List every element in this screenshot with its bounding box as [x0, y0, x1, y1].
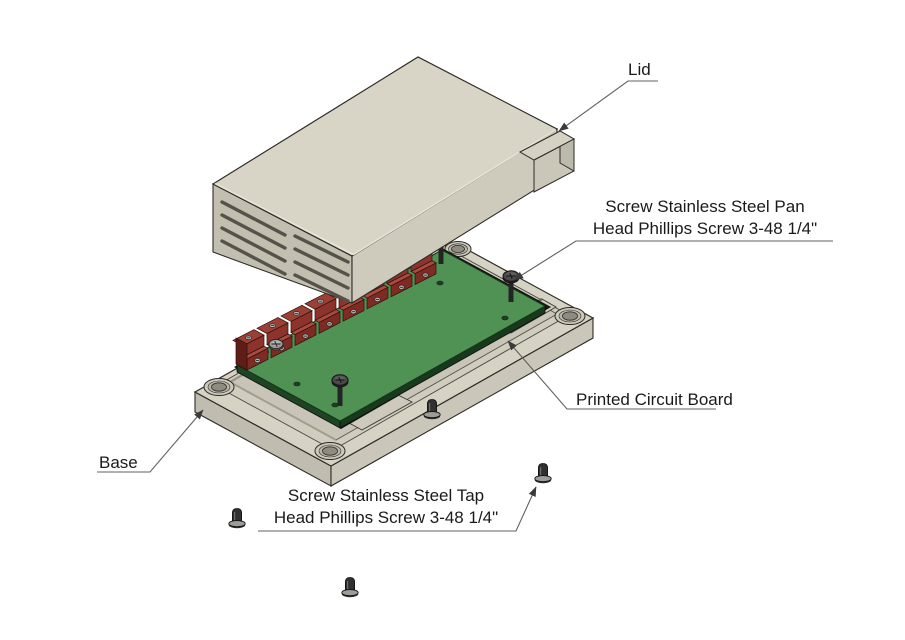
lid-vents [220, 200, 350, 303]
lid-top-face [211, 56, 559, 257]
tap-screws [228, 399, 552, 598]
lid-edge-highlight [214, 128, 557, 256]
pan-screw-3 [331, 374, 349, 406]
tap-screw [341, 577, 359, 598]
corner-hole [444, 241, 472, 257]
label-pan-screw-line1: Screw Stainless Steel Pan [605, 197, 805, 216]
base-corner-holes [203, 241, 586, 460]
label-pcb: Printed Circuit Board [576, 389, 733, 411]
label-base-text: Base [99, 453, 138, 472]
pan-screw-installed [268, 338, 284, 351]
tap-screw [423, 399, 441, 420]
lid-part [211, 56, 576, 304]
label-lid-text: Lid [628, 60, 651, 79]
printed-circuit-board [234, 249, 551, 429]
label-tap-screw-line1: Screw Stainless Steel Tap [287, 486, 485, 505]
tap-screw [534, 463, 552, 484]
corner-hole [554, 307, 586, 325]
label-tap-screw-line2: Head Phillips Screw 3-48 1/4" [273, 507, 499, 527]
leader-lines [97, 80, 833, 532]
tap-screw [228, 508, 246, 529]
leader-pcb [507, 340, 716, 410]
cavity-shadow-left [229, 381, 337, 441]
leader-tap-screw [258, 486, 537, 532]
label-lid: Lid [628, 59, 651, 81]
leader-pan-screw [513, 240, 833, 281]
lid-foot-tab [518, 130, 576, 193]
label-pan-screw-line2: Head Phillips Screw 3-48 1/4" [592, 218, 818, 238]
leader-base [97, 409, 204, 473]
corner-hole [314, 442, 346, 460]
leader-lid [558, 80, 658, 132]
corner-hole [203, 378, 235, 396]
label-base: Base [99, 452, 138, 474]
label-pcb-text: Printed Circuit Board [576, 390, 733, 409]
